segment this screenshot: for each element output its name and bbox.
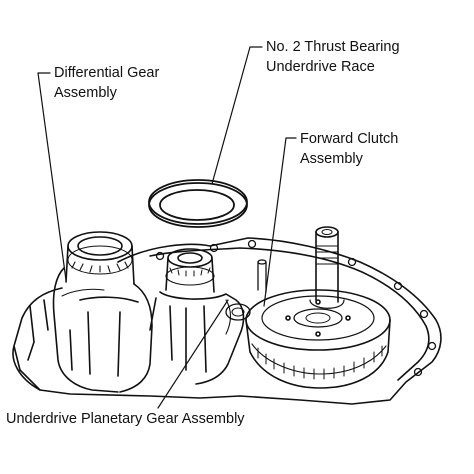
planetary-gear-drawing	[149, 248, 251, 385]
case-left-rib	[27, 299, 49, 361]
label-forward-clutch-assembly: Forward Clutch Assembly	[300, 129, 398, 169]
flange-bolt-holes	[155, 239, 437, 377]
case-flange	[19, 237, 442, 405]
leader-lines	[37, 46, 297, 409]
case-flange-inner	[149, 247, 430, 381]
forward-clutch-drawing	[245, 226, 391, 389]
label-line: Differential Gear	[54, 65, 160, 81]
label-line: Underdrive Planetary Gear Assembly	[6, 411, 245, 427]
leader-forward-clutch	[263, 137, 297, 307]
label-no2-thrust-bearing-underdrive-race: No. 2 Thrust Bearing Underdrive Race	[266, 37, 400, 77]
case-stud	[257, 259, 267, 293]
label-line: Forward Clutch	[300, 131, 399, 147]
label-underdrive-planetary-gear-assembly: Underdrive Planetary Gear Assembly	[6, 409, 245, 429]
leader-planetary	[157, 299, 229, 409]
label-line: Assembly	[300, 151, 363, 167]
label-line: No. 2 Thrust Bearing	[266, 39, 400, 55]
label-differential-gear-assembly: Differential Gear Assembly	[54, 63, 159, 103]
label-line: Underdrive Race	[266, 59, 375, 75]
leader-thrust-race	[211, 46, 263, 185]
case-left	[12, 287, 63, 391]
differential-gear-drawing	[52, 231, 153, 393]
thrust-race-drawing	[148, 179, 248, 228]
leader-differential	[37, 72, 67, 281]
label-line: Assembly	[54, 85, 117, 101]
